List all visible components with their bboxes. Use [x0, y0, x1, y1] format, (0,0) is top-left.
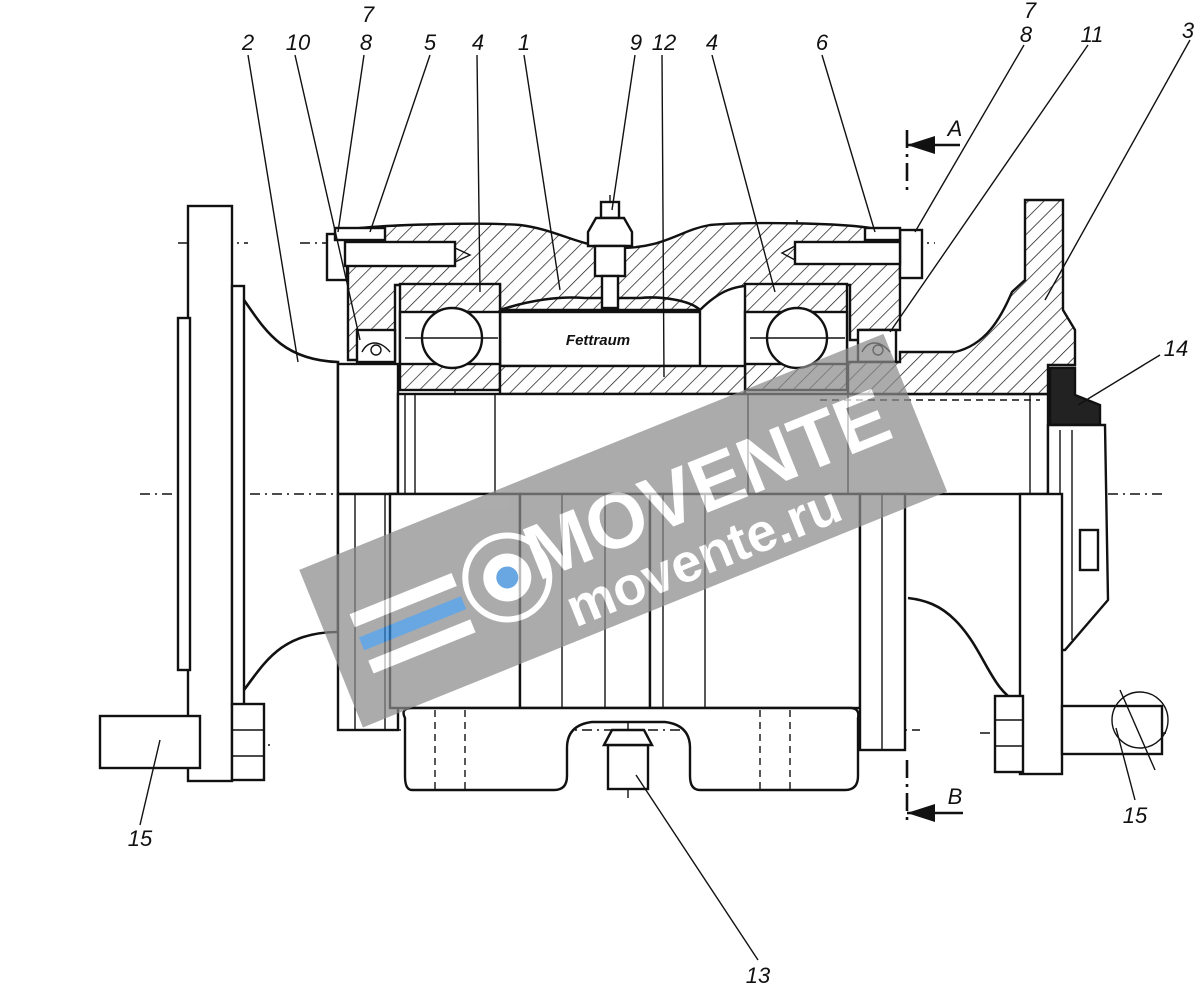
callout-6: 6: [816, 30, 829, 55]
callout-3: 3: [1182, 18, 1195, 43]
section-label-a: A: [946, 116, 963, 141]
left-seal: [355, 328, 397, 364]
callout-10: 10: [286, 30, 311, 55]
right-flange-hub: [846, 198, 1110, 776]
right-bolt: [993, 689, 1169, 774]
callout-15-left: 15: [128, 826, 153, 851]
callout-13: 13: [746, 963, 771, 988]
callout-7-left: 7: [362, 2, 375, 27]
section-mark-a: A: [905, 116, 963, 190]
callout-15-right: 15: [1123, 803, 1148, 828]
callout-8-left: 8: [360, 30, 373, 55]
callout-14: 14: [1164, 336, 1188, 361]
callout-8-right: 8: [1020, 22, 1033, 47]
callout-7-right: 7: [1024, 0, 1037, 23]
watermark-logo-icon: [349, 532, 553, 674]
callout-12: 12: [652, 30, 676, 55]
grease-space-label: Fettraum: [566, 332, 630, 349]
callout-5: 5: [424, 30, 437, 55]
section-label-b: B: [948, 784, 963, 809]
callout-numbers: 2 10 7 8 5 4 1 9 12 4 6 7 8 11 3 14 15 1…: [128, 0, 1195, 988]
leader-lines: [139, 39, 1191, 961]
housing-body: [346, 221, 902, 368]
spacer-sleeve: [498, 364, 747, 396]
left-cover-bolt: [325, 226, 472, 282]
callout-2: 2: [241, 30, 254, 55]
left-bolt: [98, 702, 266, 782]
section-mark-b: B: [905, 760, 963, 826]
callout-11: 11: [1081, 22, 1104, 47]
callout-1: 1: [518, 30, 530, 55]
left-bearing: [398, 282, 502, 392]
callout-4-left: 4: [472, 30, 484, 55]
callout-4-right: 4: [706, 30, 718, 55]
grease-nipple: [586, 200, 634, 310]
callout-9: 9: [630, 30, 642, 55]
right-cover-bolt: [780, 226, 924, 280]
